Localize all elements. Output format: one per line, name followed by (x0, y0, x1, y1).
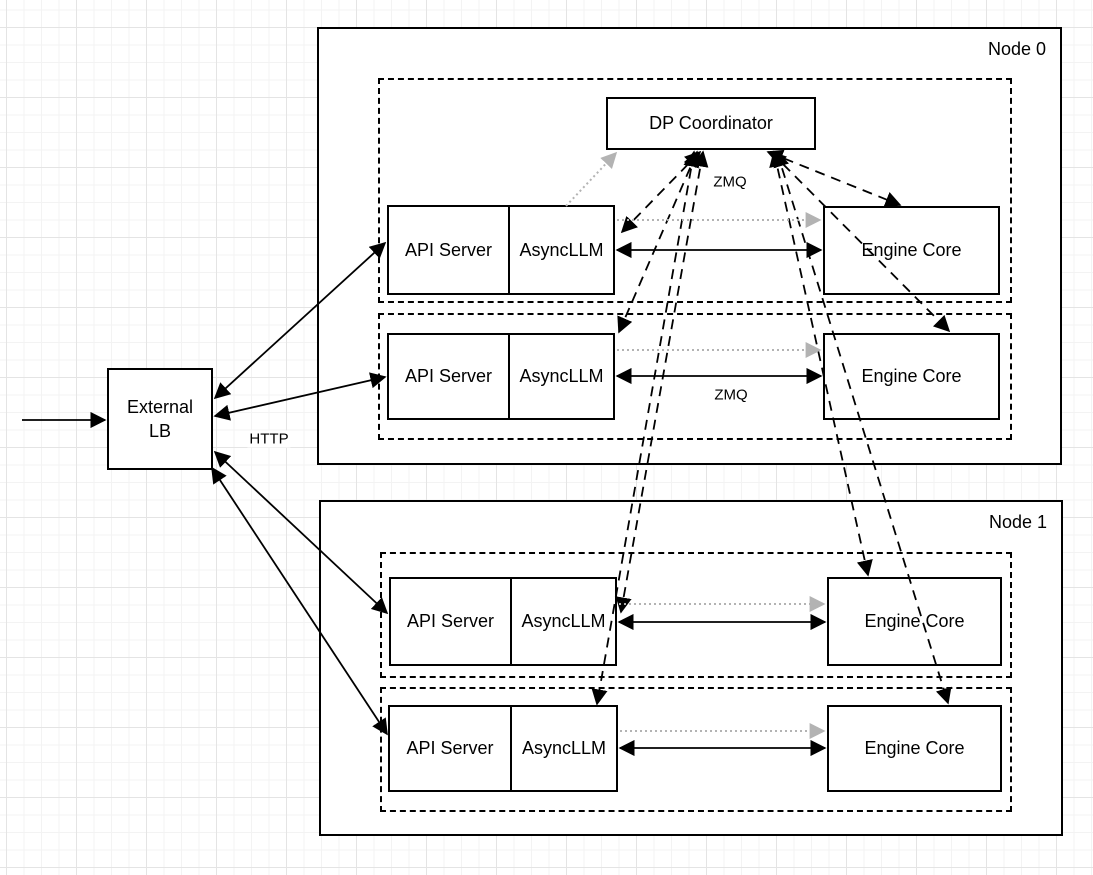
engine-core-label-row4: Engine Core (864, 738, 965, 759)
engine-core-box-row2: Engine Core (823, 333, 1000, 420)
external-lb-label: External LB (127, 395, 193, 444)
engine-core-label-row3: Engine Core (864, 611, 965, 632)
api-server-asyncllm-box-row4: API Server AsyncLLM (388, 705, 618, 792)
dp-coordinator-box: DP Coordinator (606, 97, 816, 150)
api-server-asyncllm-box-row2: API Server AsyncLLM (387, 333, 615, 420)
asyncllm-label-row4: AsyncLLM (521, 738, 607, 758)
node1-label: Node 1 (988, 512, 1047, 532)
api-server-label-row2: API Server (389, 335, 510, 418)
engine-core-label-row1: Engine Core (861, 240, 962, 261)
api-server-label-row1: API Server (389, 207, 510, 293)
zmq-label-coordinator: ZMQ (711, 173, 749, 191)
asyncllm-label-row1: AsyncLLM (519, 239, 604, 260)
zmq-label-row2: ZMQ (712, 386, 750, 404)
asyncllm-label-row2: AsyncLLM (519, 366, 604, 386)
api-server-asyncllm-box-row1: API Server AsyncLLM (387, 205, 615, 295)
engine-core-box-row3: Engine Core (827, 577, 1002, 666)
engine-core-box-row1: Engine Core (823, 206, 1000, 295)
api-server-label-row3: API Server (391, 579, 512, 664)
http-label: HTTP (247, 430, 291, 448)
external-lb-line1: External (126, 396, 194, 417)
engine-core-box-row4: Engine Core (827, 705, 1002, 792)
asyncllm-label-row3: AsyncLLM (521, 611, 606, 631)
dp-coordinator-label: DP Coordinator (649, 113, 773, 134)
node0-label: Node 0 (987, 39, 1046, 59)
api-server-label-row4: API Server (390, 707, 513, 790)
engine-core-label-row2: Engine Core (861, 366, 962, 387)
external-lb-box: External LB (107, 368, 213, 470)
api-server-asyncllm-box-row3: API Server AsyncLLM (389, 577, 617, 666)
external-lb-line2: LB (148, 421, 171, 441)
